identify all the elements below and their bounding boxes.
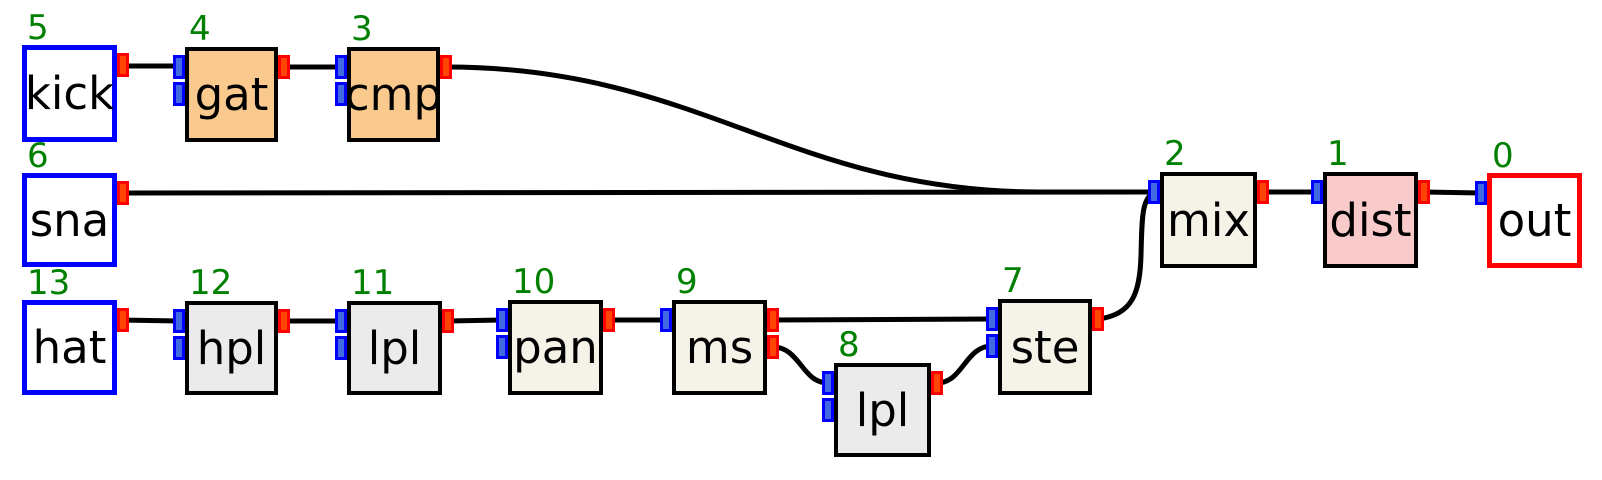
sna-output-port[interactable] xyxy=(117,181,129,205)
node-gat[interactable]: 4 gat xyxy=(185,9,278,142)
node-hat-label: hat xyxy=(32,321,107,374)
node-sna-label: sna xyxy=(29,193,110,247)
hat-output-port[interactable] xyxy=(117,308,129,332)
mix-output-port[interactable] xyxy=(1257,180,1269,204)
node-sna-id: 6 xyxy=(27,136,49,176)
node-lpl-11-id: 11 xyxy=(351,263,395,303)
hpl-output-port[interactable] xyxy=(278,309,290,333)
cmp-input-port-1[interactable] xyxy=(335,55,347,79)
ms-input-port[interactable] xyxy=(660,308,672,332)
pan-input-port-1[interactable] xyxy=(496,308,508,332)
ms-output-port-1[interactable] xyxy=(767,308,779,332)
kick-output-port[interactable] xyxy=(117,53,129,77)
node-lpl-8-id: 8 xyxy=(838,325,860,365)
mix-input-port[interactable] xyxy=(1148,180,1160,204)
lpl-11-input-port-1[interactable] xyxy=(335,309,347,333)
lpl-8-input-port-1[interactable] xyxy=(822,371,834,395)
node-pan-label: pan xyxy=(513,321,598,374)
node-gat-id: 4 xyxy=(189,9,211,49)
edge-lpl-pan xyxy=(447,317,503,324)
pan-output-port[interactable] xyxy=(603,308,615,332)
cmp-input-port-2[interactable] xyxy=(335,82,347,106)
node-ms[interactable]: 9 ms xyxy=(672,262,767,395)
edge-dist-out xyxy=(1423,189,1482,196)
lpl-11-output-port[interactable] xyxy=(442,309,454,333)
edge-lpl8-ste xyxy=(936,343,993,386)
edge-ms-lpl8 xyxy=(772,344,829,386)
edge-ms-ste xyxy=(772,316,993,323)
edge-ste-mix xyxy=(1097,189,1156,322)
node-pan-id: 10 xyxy=(512,262,556,302)
cmp-output-port[interactable] xyxy=(440,55,452,79)
node-mix[interactable]: 2 mix xyxy=(1160,134,1257,268)
node-cmp[interactable]: 3 cmp xyxy=(344,9,443,142)
node-dist-id: 1 xyxy=(1327,134,1349,174)
edge-hat-hpl xyxy=(122,317,180,324)
edge-sna-mix xyxy=(122,189,1155,196)
node-lpl-8-label: lpl xyxy=(855,383,910,437)
node-ste[interactable]: 7 ste xyxy=(998,261,1092,395)
hpl-input-port-1[interactable] xyxy=(173,309,185,333)
node-dist-label: dist xyxy=(1329,193,1412,247)
ms-output-port-2[interactable] xyxy=(767,335,779,359)
edge-cmp-mix xyxy=(445,64,1154,195)
node-mix-label: mix xyxy=(1167,193,1250,247)
node-sna[interactable]: 6 sna xyxy=(22,136,117,267)
ste-output-port[interactable] xyxy=(1092,307,1104,331)
node-cmp-id: 3 xyxy=(351,9,373,49)
node-hpl[interactable]: 12 hpl xyxy=(185,263,278,395)
node-dist[interactable]: 1 dist xyxy=(1323,134,1418,268)
node-out-id: 0 xyxy=(1492,136,1514,176)
node-ms-label: ms xyxy=(685,321,754,374)
node-hpl-id: 12 xyxy=(189,263,233,303)
node-kick-label: kick xyxy=(24,67,115,120)
node-hpl-label: hpl xyxy=(196,321,267,375)
node-pan[interactable]: 10 pan xyxy=(508,262,603,395)
node-ste-id: 7 xyxy=(1002,261,1024,301)
node-lpl-8[interactable]: 8 lpl xyxy=(834,325,931,457)
node-hat-id: 13 xyxy=(27,263,71,303)
node-hat[interactable]: 13 hat xyxy=(22,263,117,395)
node-gat-label: gat xyxy=(194,68,269,121)
ste-input-port-2[interactable] xyxy=(986,334,998,358)
out-input-port[interactable] xyxy=(1475,181,1487,205)
gat-input-port-2[interactable] xyxy=(173,82,185,106)
node-lpl-11-label: lpl xyxy=(367,321,422,375)
node-out[interactable]: 0 out xyxy=(1487,136,1582,268)
node-ms-id: 9 xyxy=(676,262,698,302)
lpl-8-input-port-2[interactable] xyxy=(822,398,834,422)
node-cmp-label: cmp xyxy=(344,68,443,121)
pan-input-port-2[interactable] xyxy=(496,335,508,359)
lpl-8-output-port[interactable] xyxy=(931,371,943,395)
node-lpl-11[interactable]: 11 lpl xyxy=(347,263,442,395)
gat-input-port-1[interactable] xyxy=(173,55,185,79)
node-kick-id: 5 xyxy=(27,8,49,48)
node-mix-id: 2 xyxy=(1164,134,1186,174)
dist-output-port[interactable] xyxy=(1418,180,1430,204)
node-ste-label: ste xyxy=(1010,320,1080,374)
hpl-input-port-2[interactable] xyxy=(173,336,185,360)
node-kick[interactable]: 5 kick xyxy=(22,8,117,142)
lpl-11-input-port-2[interactable] xyxy=(335,336,347,360)
dist-input-port[interactable] xyxy=(1311,180,1323,204)
gat-output-port[interactable] xyxy=(278,55,290,79)
node-out-label: out xyxy=(1497,194,1572,247)
ste-input-port-1[interactable] xyxy=(986,307,998,331)
